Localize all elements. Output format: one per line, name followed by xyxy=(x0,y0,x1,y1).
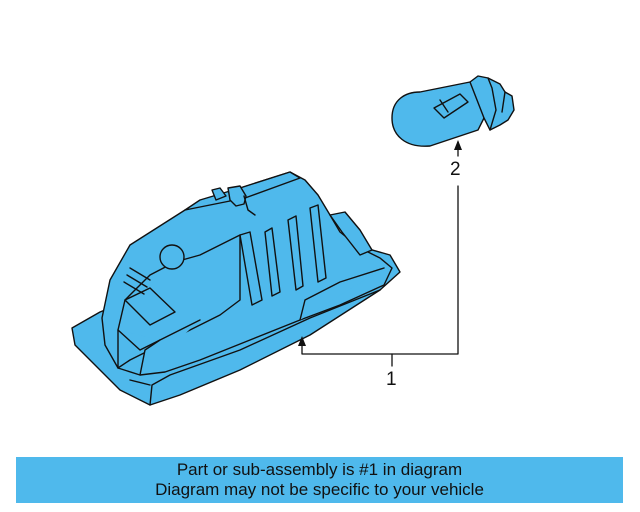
banner-line-1: Part or sub-assembly is #1 in diagram xyxy=(176,460,463,479)
parts-diagram xyxy=(71,75,515,406)
banner-line-2: Diagram may not be specific to your vehi… xyxy=(155,480,484,499)
arrowhead-2 xyxy=(454,140,462,150)
callout-2: 2 xyxy=(450,159,461,180)
info-banner: Part or sub-assembly is #1 in diagram Di… xyxy=(16,457,623,503)
lamp-housing[interactable] xyxy=(71,171,401,406)
callout-1: 1 xyxy=(386,369,397,390)
arrowhead-1 xyxy=(298,336,306,346)
bulb[interactable] xyxy=(391,75,515,147)
